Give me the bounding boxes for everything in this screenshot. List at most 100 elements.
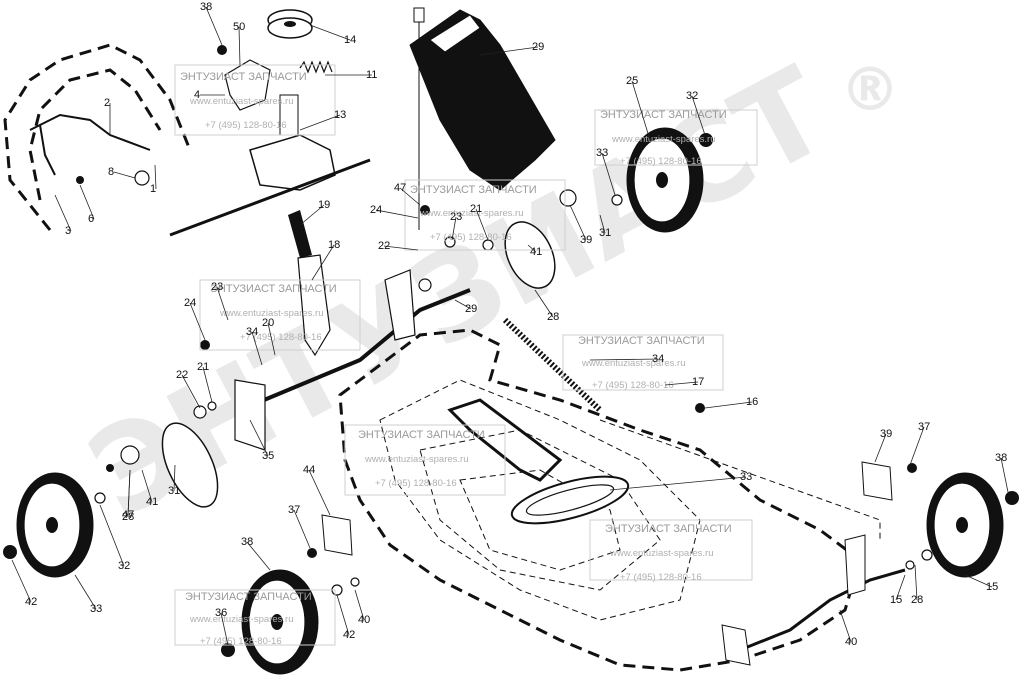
watermark-box-1: ЭНТУЗИАСТ ЗАПЧАСТИ www.entuziast-spares.… [174,64,336,136]
watermark-site: www.entuziast-spares.ru [219,308,323,319]
callout-leader [74,574,97,610]
control-bail [29,113,151,176]
callout-leader [251,331,263,366]
callout-leader [874,433,887,463]
callout-leader [249,419,269,457]
callout-leader [113,171,136,179]
wheel-40-left [241,569,319,675]
callout-leader [354,589,365,621]
callout-leader [11,559,32,603]
blade [510,475,630,525]
front-axle [721,534,906,666]
callout-leader [475,208,489,241]
watermark-site: www.entuziast-spares.ru [189,614,293,625]
watermark-box-4: ЭНТУЗИАСТ ЗАПЧАСТИ www.entuziast-spares.… [199,279,361,351]
callout-number: 23 [450,211,462,223]
callout-number: 44 [303,464,315,476]
watermark-box-7: ЭНТУЗИАСТ ЗАПЧАСТИ www.entuziast-spares.… [589,519,753,583]
callout-number: 21 [197,361,209,373]
callout-number: 29 [465,303,477,315]
callout-leader [704,401,753,409]
watermark-title: ЭНТУЗИАСТ ЗАПЧАСТИ [180,71,307,83]
callout-number: 39 [880,428,892,440]
callout-number: 14 [344,34,356,46]
callout-number: 41 [146,496,158,508]
callout-number: 23 [211,281,223,293]
bracket-37-right [861,461,893,501]
watermark-phone: +7 (495) 128-80-16 [592,380,674,391]
callout-number: 15 [986,581,998,593]
callout-number: 11 [366,69,377,81]
mower-deck [338,328,881,672]
callout-number: 28 [122,511,134,523]
watermark-phone: +7 (495) 128-80-16 [205,120,287,131]
callout-number: 32 [118,560,130,572]
callout-number: 33 [90,603,102,615]
watermark-site: www.entuziast-spares.ru [609,548,713,559]
gear-29-left [161,422,219,508]
callout-leader [202,366,213,403]
callout-number: 24 [370,204,382,216]
watermark-box-6: ЭНТУЗИАСТ ЗАПЧАСТИ www.entuziast-spares.… [344,424,506,496]
callout-leader [383,245,419,251]
callout-leader [308,469,331,516]
callout-number: 37 [918,421,930,433]
callout-labels: 3850141142138136191823242034222135284131… [11,1,1009,648]
watermark-box-2: ЭНТУЗИАСТ ЗАПЧАСТИ www.entuziast-spares.… [594,109,758,167]
callout-leader [127,469,131,516]
callout-number: 34 [246,326,258,338]
callout-leader [293,509,311,549]
callout-leader [99,504,125,567]
callout-number: 40 [845,636,857,648]
callout-leader [54,194,72,232]
callout-number: 19 [318,199,330,211]
callout-number: 13 [334,109,346,121]
callout-leader [601,152,616,196]
callout-leader [311,244,335,281]
callout-number: 36 [215,607,227,619]
upper-handle [3,43,192,231]
callout-number: 39 [580,234,592,246]
callout-leader [238,26,241,66]
watermark-site: www.entuziast-spares.ru [364,454,468,465]
callout-leader [220,612,229,646]
watermark-title: ЭНТУЗИАСТ ЗАПЧАСТИ [358,429,485,441]
callout-leader [299,114,341,131]
wheel-40-right [926,472,1004,578]
callout-number: 42 [343,629,355,641]
callout-number: 28 [547,311,559,323]
hardware [3,45,1019,657]
callout-number: 28 [911,594,923,606]
watermark-phone: +7 (495) 128-80-16 [620,572,702,583]
callout-leader [631,80,651,141]
callout-number: 6 [88,213,94,225]
callout-leader [609,476,747,491]
pulley [267,9,313,39]
registered-mark: ® [840,55,900,125]
callout-leader [141,469,153,503]
watermark-phone: +7 (495) 128-80-16 [430,232,512,243]
watermark-site: www.entuziast-spares.ru [189,96,293,107]
callout-number: 47 [394,182,406,194]
callout-number: 24 [184,297,196,309]
wheel-32-left [16,472,94,578]
callout-number: 42 [25,596,37,608]
callout-leader [664,381,699,386]
callout-number: 3 [65,225,71,237]
callout-number: 29 [532,41,544,53]
callout-number: 50 [233,21,245,33]
watermark-box-8: ЭНТУЗИАСТ ЗАПЧАСТИ www.entuziast-spares.… [174,589,336,647]
callout-number: 32 [686,90,698,102]
callout-number: 31 [599,227,611,239]
bracket-50 [224,59,271,111]
callout-number: 18 [328,239,340,251]
callout-number: 33 [740,471,752,483]
callout-leader [173,464,176,492]
callout-number: 38 [200,1,212,13]
callout-leader [534,289,554,318]
watermark-box-3: ЭНТУЗИАСТ ЗАПЧАСТИ www.entuziast-spares.… [404,179,566,251]
callout-leader [454,299,472,310]
callout-leader [267,322,276,356]
watermark-title: ЭНТУЗИАСТ ЗАПЧАСТИ [210,283,337,295]
watermark-title: ЭНТУЗИАСТ ЗАПЧАСТИ [410,184,537,196]
